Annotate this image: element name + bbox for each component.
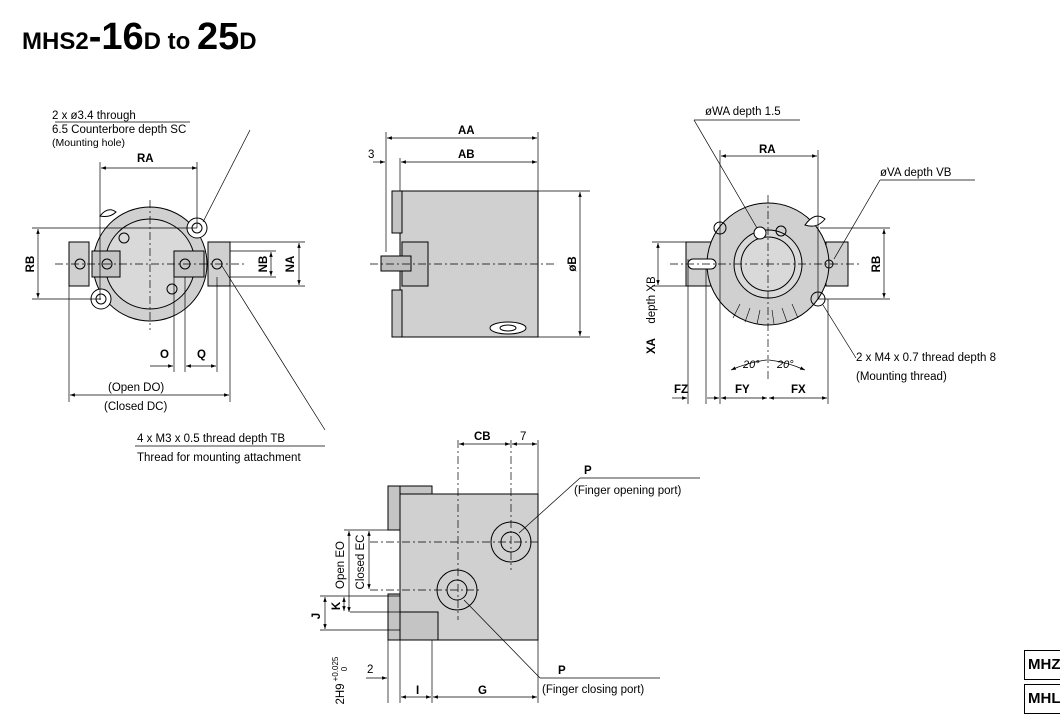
rear-angle-left: 20°	[742, 359, 760, 371]
bottom-dim-j: J	[311, 613, 323, 619]
front-thread-note: 4 x M3 x 0.5 thread depth TB	[137, 433, 285, 445]
bottom-dim-eo-text: Open	[335, 558, 347, 589]
rear-key-notch	[804, 215, 826, 227]
bottom-port-closing-note: (Finger closing port)	[542, 684, 644, 696]
side-port-inner	[499, 324, 517, 332]
rear-dim-xb-code: XB	[646, 276, 658, 292]
bottom-port-p-closing: P	[558, 665, 566, 677]
rear-view: øWA depth 1.5 øVA depth VB RA RB XA dept…	[646, 106, 996, 404]
front-thread-note-text: 4 x M3 x 0.5 thread depth	[137, 433, 270, 445]
title-part-suffix-1: D	[143, 28, 161, 55]
rear-dim-fx: FX	[791, 384, 806, 396]
front-dim-closed-text: (Closed	[104, 401, 147, 413]
rear-va-note: øVA depth VB	[880, 167, 952, 179]
front-dim-open-close: )	[160, 382, 164, 394]
front-thread-note-line2: Thread for mounting attachment	[137, 452, 301, 464]
side-dim-aa: AA	[458, 125, 475, 137]
rear-pin-hole-wa	[753, 226, 767, 240]
title-part-size-from: -16	[88, 16, 144, 58]
front-dim-closed-close: )	[163, 401, 167, 413]
bottom-port-opening-note: (Finger opening port)	[574, 485, 682, 497]
side-tab-mhl[interactable]: MHL	[1024, 684, 1060, 714]
front-hole-note-line2-code: SC	[170, 124, 186, 136]
bottom-dim-fit: 2H9	[335, 683, 347, 704]
side-dim-3: 3	[368, 149, 374, 161]
bottom-port-p-opening: P	[584, 465, 592, 477]
front-dim-nb: NB	[258, 256, 270, 273]
rear-dim-xb-text: depth	[646, 292, 658, 324]
rear-wa-note-text: depth 1.5	[730, 106, 781, 118]
rear-dim-rb: RB	[871, 256, 883, 273]
rear-dim-ra: RA	[759, 144, 776, 156]
rear-pin-hole-2	[775, 225, 787, 237]
bottom-dim-cb: CB	[474, 431, 491, 443]
bottom-jaw	[399, 611, 439, 641]
side-dim-ab: AB	[458, 149, 475, 161]
rear-dim-fy: FY	[735, 384, 750, 396]
bottom-tol-lower: 0	[340, 666, 349, 671]
front-hole-note-line3: (Mounting hole)	[52, 137, 125, 149]
side-finger-lower	[391, 289, 403, 338]
front-dim-closed-code: DC	[147, 401, 164, 413]
bottom-view: CB 7 P (Finger opening port) P (Finger c…	[311, 431, 700, 705]
front-key-notch	[99, 209, 117, 217]
front-dim-na: NA	[285, 256, 297, 273]
bottom-finger-upper	[387, 485, 401, 531]
side-port	[489, 321, 527, 335]
bottom-dim-ec: Closed EC	[355, 535, 367, 590]
side-tab-mhz[interactable]: MHZ	[1024, 650, 1060, 680]
front-dim-q: Q	[197, 349, 206, 361]
front-dim-open-text: (Open	[108, 382, 143, 394]
bottom-dim-ec-text: Closed	[355, 550, 367, 589]
front-dim-open: (Open DO)	[108, 382, 164, 394]
front-dim-o: O	[160, 349, 169, 361]
rear-dim-xa: XA	[646, 338, 658, 354]
side-shaft	[380, 255, 412, 272]
side-view: AA AB 3 øB	[368, 125, 590, 338]
title-part-size-to: 25	[196, 16, 240, 58]
rear-wa-note-code: øWA	[705, 106, 730, 118]
front-screw-upper	[118, 232, 130, 244]
title-part-to: to	[160, 28, 197, 55]
front-hole-note-line2-text: 6.5 Counterbore depth	[52, 124, 170, 136]
rear-dim-xb: depth XB	[646, 276, 658, 324]
side-dim-ob: øB	[567, 256, 579, 271]
bottom-tol-upper: +0.025	[331, 656, 340, 681]
rear-wa-note: øWA depth 1.5	[705, 106, 781, 118]
front-dim-closed: (Closed DC)	[104, 401, 167, 413]
front-hole-note-line1: 2 x ø3.4 through	[52, 110, 136, 122]
bottom-dim-7: 7	[520, 431, 526, 443]
rear-thread-note-line1: 2 x M4 x 0.7 thread depth 8	[856, 352, 996, 364]
front-dim-rb: RB	[25, 256, 37, 273]
page-title: MHS2-16D to 25D	[22, 16, 257, 59]
rear-va-note-depth: VB	[936, 167, 952, 179]
rear-thread-note-line2: (Mounting thread)	[856, 371, 947, 383]
front-thread-hole-2	[101, 258, 113, 270]
bottom-dim-ec-code: EC	[355, 535, 367, 551]
front-view: 2 x ø3.4 through 6.5 Counterbore depth S…	[25, 110, 326, 464]
bottom-dim-eo: Open EO	[335, 541, 347, 589]
bottom-dim-i: I	[416, 685, 419, 697]
front-thread-note-code: TB	[270, 433, 285, 445]
bottom-finger-lower	[387, 593, 401, 641]
rear-dim-fz: FZ	[674, 384, 688, 396]
front-hole-note-line2: 6.5 Counterbore depth SC	[52, 124, 186, 136]
bottom-dim-eo-code: EO	[335, 541, 347, 558]
bottom-dim-2: 2	[367, 664, 373, 676]
title-part-suffix-2: D	[239, 28, 257, 55]
bottom-dim-k: K	[331, 601, 343, 610]
side-finger-upper	[391, 190, 403, 234]
rear-angle-right: 20°	[776, 359, 794, 371]
rear-va-note-code: øVA	[880, 167, 902, 179]
front-dim-ra: RA	[137, 153, 154, 165]
rear-va-note-text: depth	[901, 167, 936, 179]
front-dim-open-code: DO	[143, 382, 160, 394]
bottom-dim-g: G	[478, 685, 487, 697]
title-part-series: MHS2	[22, 28, 89, 55]
front-screw-lower	[166, 283, 178, 295]
